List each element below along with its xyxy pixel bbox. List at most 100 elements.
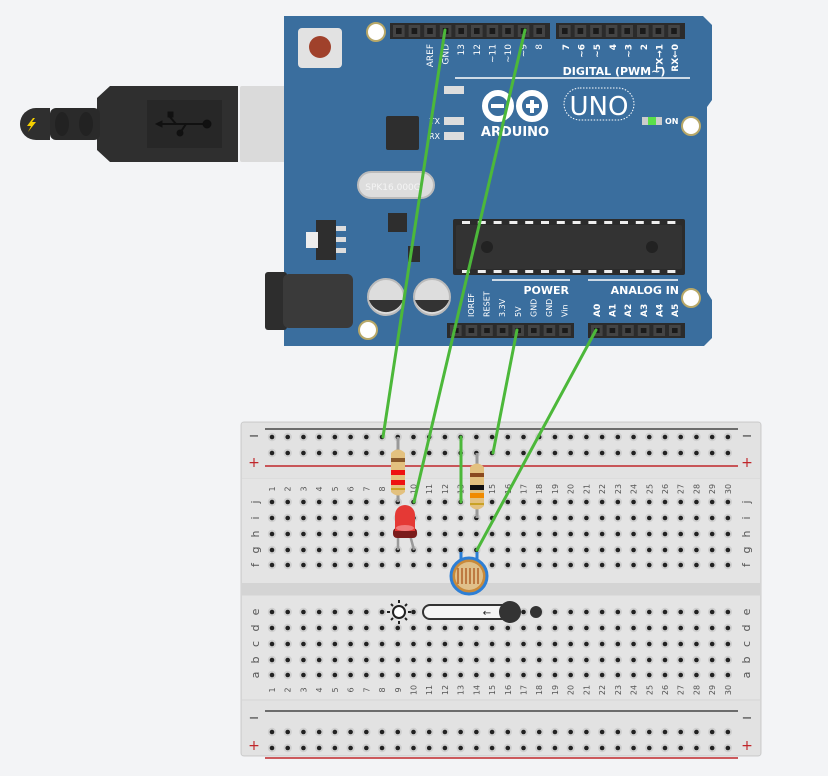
row-label: b	[740, 656, 753, 663]
breadboard-hole-center	[269, 729, 275, 735]
column-label: 5	[331, 687, 340, 692]
resistor-2[interactable]	[470, 453, 484, 518]
breadboard[interactable]: − − + + − − + + 112233445566778899101011…	[240, 421, 762, 759]
breadboard-hole-center	[694, 562, 699, 568]
mounting-hole	[681, 288, 701, 308]
breadboard-hole-center	[678, 434, 684, 440]
breadboard-hole-center	[694, 657, 699, 663]
breadboard-hole-center	[379, 450, 385, 456]
breadboard-hole-center	[568, 625, 573, 631]
photoresistor[interactable]	[449, 552, 489, 596]
column-label: 2	[284, 687, 293, 692]
wire-pin9-to-led[interactable]	[412, 28, 527, 504]
breadboard-hole-center	[646, 562, 652, 568]
header-pin-socket	[656, 328, 662, 333]
breadboard-hole-center	[662, 434, 668, 440]
wire-gnd-to-rail-minus[interactable]	[381, 28, 447, 439]
digital-pin-label: 12	[473, 44, 483, 55]
wire-5v-to-rail-plus[interactable]	[491, 328, 519, 455]
column-label: 22	[598, 484, 607, 494]
column-label: 20	[567, 685, 576, 695]
column-label: 26	[661, 685, 670, 695]
breadboard-hole-center	[521, 547, 526, 553]
breadboard-hole-center	[301, 547, 306, 553]
resistor-1[interactable]	[391, 437, 405, 502]
slider-thumb[interactable]	[499, 601, 521, 623]
breadboard-hole-center	[536, 562, 542, 568]
breadboard-hole-center	[709, 562, 715, 568]
digital-pin-label: ~5	[593, 44, 603, 58]
red-led[interactable]	[393, 505, 417, 551]
rail-minus-label: −	[249, 711, 260, 726]
breadboard-hole-center	[348, 531, 353, 537]
breadboard-hole-center	[552, 547, 558, 553]
digital-header-label: DIGITAL (PWM~)	[563, 65, 666, 78]
row-label: f	[740, 562, 753, 567]
breadboard-hole-center	[536, 531, 542, 537]
chip-pin	[541, 270, 549, 273]
digital-pin-label: ~6	[578, 44, 588, 58]
breadboard-hole-center	[615, 562, 621, 568]
chip-pin	[493, 221, 502, 224]
breadboard-hole-center	[458, 625, 463, 631]
breadboard-hole-center	[411, 625, 416, 631]
wires[interactable]	[381, 28, 598, 552]
breadboard-hole-center	[694, 745, 699, 751]
breadboard-hole-center	[568, 515, 573, 521]
breadboard-hole-center	[725, 515, 731, 521]
breadboard-hole-center	[458, 657, 463, 663]
power-header-label: POWER	[523, 284, 569, 297]
breadboard-hole-center	[379, 499, 385, 505]
on-led	[648, 117, 656, 125]
row-label: i	[249, 516, 262, 519]
power-jack-front	[265, 272, 287, 330]
breadboard-hole-center	[662, 672, 668, 678]
breadboard-hole-center	[474, 657, 479, 663]
breadboard-hole-center	[631, 625, 636, 631]
breadboard-hole-center	[332, 531, 338, 537]
breadboard-hole-center	[615, 434, 621, 440]
column-label: 15	[488, 484, 497, 494]
digital-pin-label: ~11	[488, 44, 498, 63]
column-label: 10	[409, 685, 418, 695]
breadboard-hole-center	[364, 657, 369, 663]
breadboard-hole-center	[725, 745, 731, 751]
breadboard-hole-center	[474, 625, 479, 631]
digital-pin-label: GND	[442, 44, 452, 65]
breadboard-hole-center	[568, 641, 573, 647]
breadboard-hole-center	[694, 547, 699, 553]
row-label: d	[740, 625, 753, 632]
wire-a0-to-ldr[interactable]	[475, 328, 598, 552]
digital-pin-label: ~3	[624, 44, 634, 58]
breadboard-hole-center	[379, 745, 385, 751]
breadboard-hole-center	[332, 672, 338, 678]
breadboard-hole-center	[552, 515, 558, 521]
breadboard-hole-center	[316, 672, 322, 678]
breadboard-hole-center	[489, 625, 495, 631]
breadboard-hole-center	[646, 531, 652, 537]
header-pin-socket	[640, 328, 647, 333]
breadboard-hole-center	[568, 729, 573, 735]
header-pin-socket	[671, 28, 677, 34]
breadboard-hole-center	[631, 531, 636, 537]
breadboard-hole-center	[615, 499, 621, 505]
breadboard-hole-center	[332, 625, 338, 631]
light-level-slider[interactable]: ←	[387, 600, 542, 624]
column-label: 29	[708, 484, 717, 494]
row-label: h	[740, 530, 753, 537]
breadboard-hole-center	[521, 672, 526, 678]
analog-pin-label: A0	[593, 304, 603, 317]
reset-button-cap[interactable]	[309, 36, 331, 58]
breadboard-hole-center	[316, 609, 322, 615]
breadboard-hole-center	[442, 657, 448, 663]
breadboard-hole-center	[568, 562, 573, 568]
breadboard-hole-center	[489, 434, 495, 440]
column-label: 30	[724, 685, 733, 695]
breadboard-hole-center	[379, 729, 385, 735]
capacitor	[367, 278, 405, 316]
breadboard-hole-center	[395, 625, 401, 631]
breadboard-hole-center	[725, 672, 731, 678]
column-label: 3	[299, 486, 308, 491]
